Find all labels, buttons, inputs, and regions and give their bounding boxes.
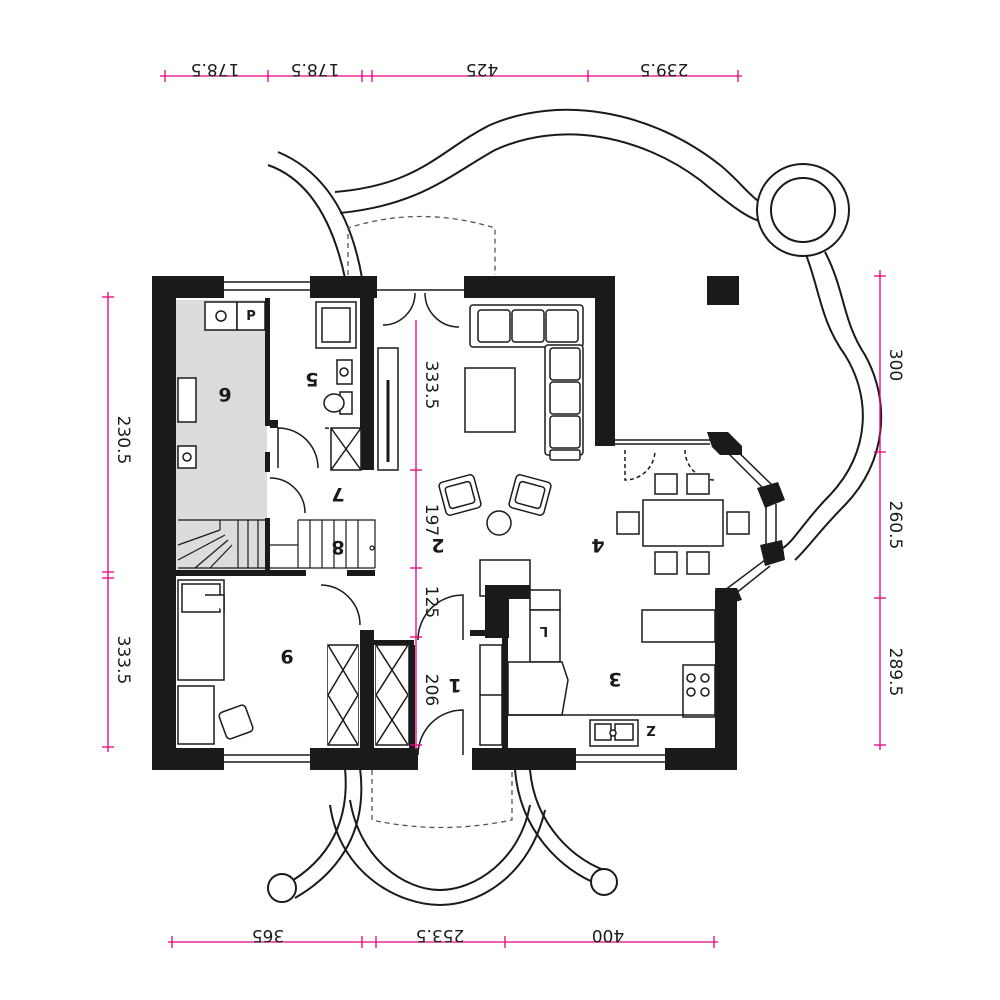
dining-set	[616, 473, 750, 575]
bottom-planters	[267, 868, 618, 903]
room-1-label: 1	[448, 674, 461, 696]
dim-inner-3: 125	[421, 586, 441, 618]
sofa	[469, 304, 584, 461]
kitchen-units	[507, 589, 716, 747]
dim-inner-2: 197	[421, 504, 441, 536]
staircase	[177, 519, 376, 569]
garden-paths-bottom	[284, 767, 611, 907]
fireplace	[485, 585, 530, 599]
dim-top-1: 178.5	[191, 59, 240, 79]
entrance-terrace-outline	[371, 770, 513, 829]
room-6-floor	[175, 300, 267, 570]
dim-right-2: 260.5	[885, 501, 905, 550]
terrace-outline	[347, 215, 496, 275]
door-swings	[269, 292, 716, 756]
sink-label: Z	[646, 722, 655, 737]
room-6-fixtures	[177, 301, 266, 469]
coffee-table	[464, 367, 516, 433]
room-4-label: 4	[591, 534, 604, 556]
dim-bottom-3: 400	[592, 925, 624, 945]
dimension-lines	[102, 70, 886, 948]
dim-top-3: 425	[466, 59, 498, 79]
dim-bottom-2: 253.5	[416, 925, 465, 945]
interior-walls	[176, 298, 509, 748]
room-6-label: 6	[218, 383, 231, 405]
bedroom-furniture	[177, 579, 359, 746]
dim-right-3: 289.5	[885, 648, 905, 697]
dim-inner-1: 333.5	[421, 361, 441, 410]
dim-left-2: 333.5	[113, 636, 133, 685]
dim-top-4: 239.5	[640, 59, 689, 79]
round-planter	[756, 163, 850, 257]
room-2-label: 2	[431, 534, 444, 556]
chimney-block	[707, 276, 739, 305]
room-3-label: 3	[608, 668, 621, 690]
dim-right-1: 300	[885, 349, 905, 381]
window-glazing	[224, 281, 665, 763]
room-8-label: 8	[331, 536, 344, 558]
garden-paths-top	[267, 108, 883, 561]
room-labels: 1 2 3 4 5 6 7 8 9	[218, 368, 621, 696]
exterior-walls	[152, 276, 785, 770]
dim-inner-4: 206	[421, 674, 441, 706]
room-7-label: 7	[331, 483, 344, 505]
dim-top-2: 178.5	[291, 59, 340, 79]
room-9-label: 9	[280, 645, 293, 667]
dim-bottom-1: 365	[252, 925, 284, 945]
bay-window-glazing	[615, 439, 777, 599]
pantry-label: P	[246, 309, 256, 324]
dimension-labels: 178.5 178.5 425 239.5 365 253.5 400 230.…	[113, 59, 905, 945]
fridge-label: L	[540, 623, 548, 638]
dim-left-1: 230.5	[113, 416, 133, 465]
hall-wardrobes	[375, 644, 503, 746]
armchairs	[438, 474, 552, 536]
room-5-label: 5	[305, 368, 318, 390]
room-5-fixtures	[315, 301, 362, 471]
